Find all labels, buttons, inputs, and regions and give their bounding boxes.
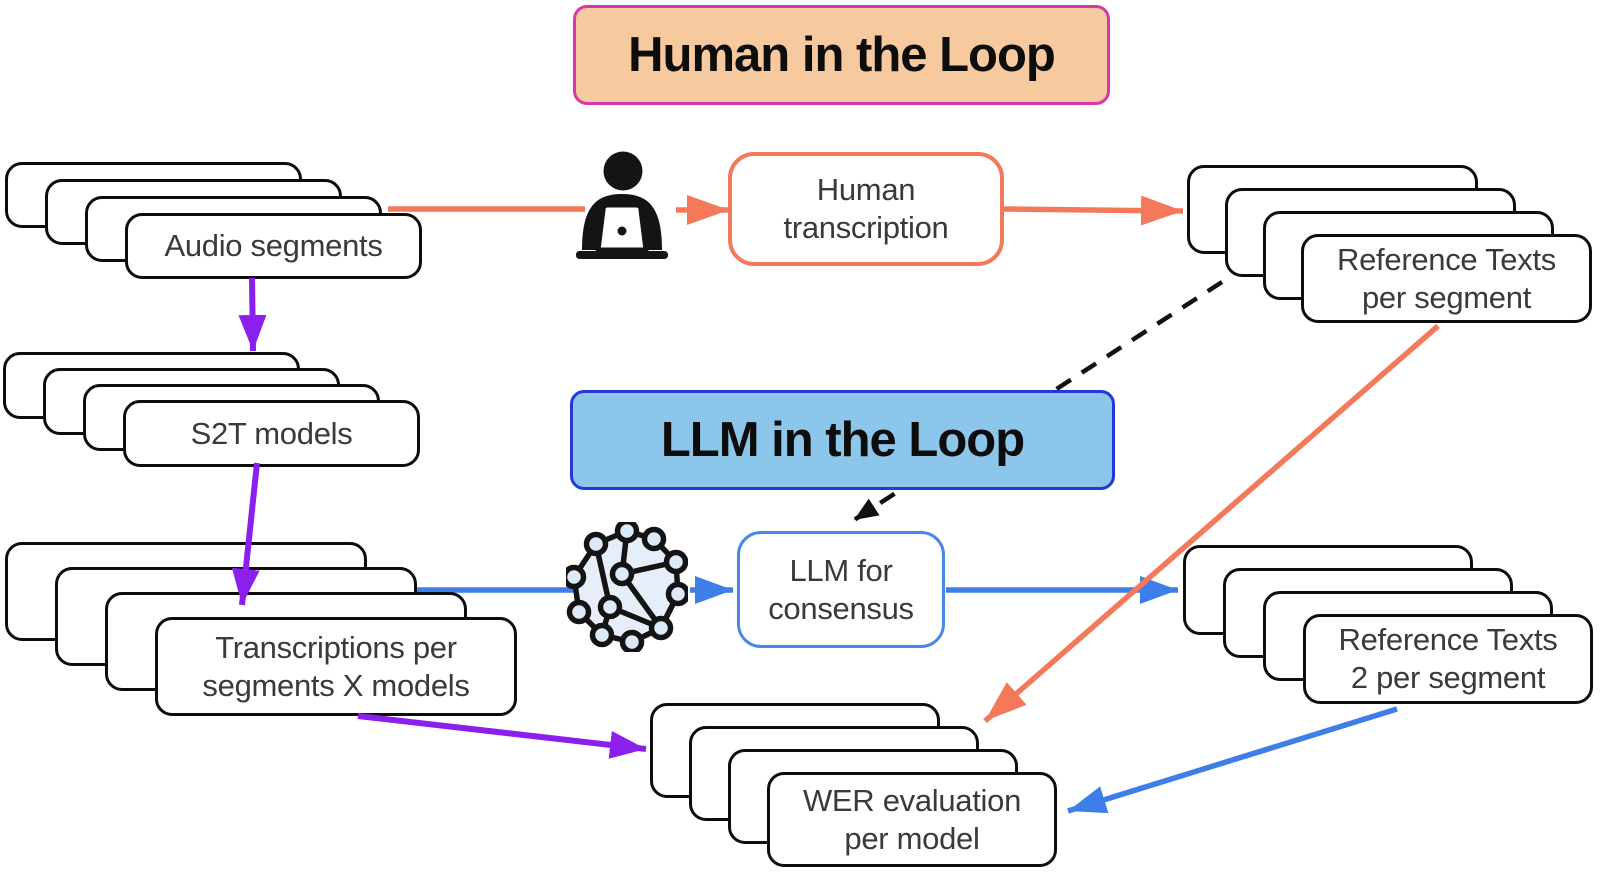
audio-to-s2t-arrow	[238, 277, 267, 352]
llm-consensus-label: LLM for consensus	[768, 552, 914, 626]
stacked-card-front: Reference Texts per segment	[1301, 234, 1592, 323]
wer-evaluation-label: WER evaluation per model	[802, 782, 1022, 856]
llm-in-the-loop-title: LLM in the Loop	[570, 390, 1115, 490]
transcriptions-to-wer-arrow	[357, 713, 647, 759]
s2t-models-label: S2T models	[190, 415, 353, 451]
transcription-to-reference-arrow	[1003, 195, 1184, 226]
person-at-laptop-icon	[575, 150, 669, 267]
stacked-card-front: Reference Texts 2 per segment	[1303, 614, 1593, 704]
reference2-to-wer-arrow	[1067, 706, 1398, 814]
network-graph-glyph	[561, 518, 691, 655]
stacked-card-front: Transcriptions per segments X models	[155, 617, 517, 716]
stacked-card-front: Audio segments	[125, 213, 422, 279]
reference-texts-label: Reference Texts per segment	[1337, 241, 1556, 315]
human-in-the-loop-title-label: Human in the Loop	[628, 28, 1056, 82]
human-transcription-label: Human transcription	[783, 172, 949, 245]
person-at-laptop-glyph	[576, 151, 668, 259]
reference-texts-2-label: Reference Texts 2 per segment	[1338, 622, 1558, 695]
transcriptions-label: Transcriptions per segments X models	[202, 629, 470, 703]
llm-consensus-box: LLM for consensus	[737, 531, 945, 648]
llm-in-the-loop-title-label: LLM in the Loop	[660, 413, 1025, 467]
human-in-the-loop-title: Human in the Loop	[573, 5, 1110, 105]
network-graph-icon	[561, 518, 691, 657]
human-transcription-box: Human transcription	[728, 152, 1004, 266]
stacked-card-front: WER evaluation per model	[767, 772, 1057, 867]
audio-segments-label: Audio segments	[164, 228, 383, 264]
stacked-card-front: S2T models	[123, 400, 420, 467]
